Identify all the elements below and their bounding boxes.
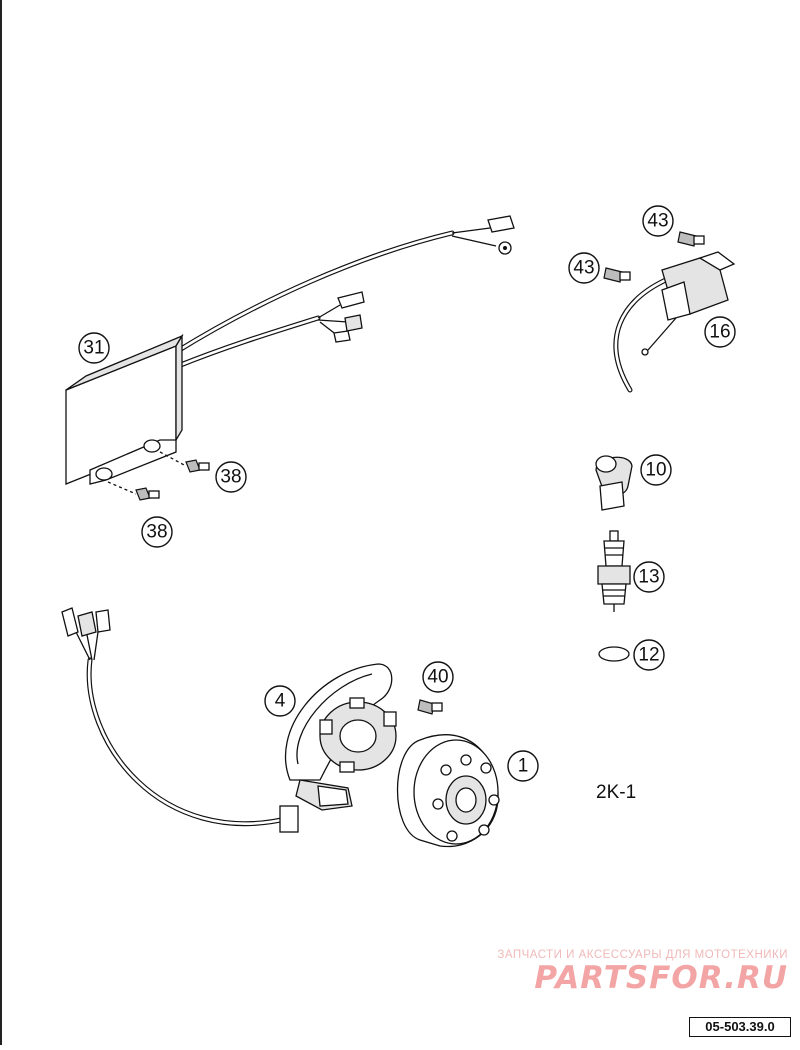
- ignition-coil-drawing: [603, 231, 736, 393]
- svg-text:4: 4: [275, 691, 286, 712]
- watermark-brand: PARTSFOR.RU: [534, 960, 788, 996]
- bolt-38-lower: [107, 481, 160, 501]
- spark-plug-cap-drawing: [595, 455, 633, 511]
- callout-43-left: 43: [568, 252, 600, 284]
- svg-text:38: 38: [220, 467, 241, 488]
- cdi-unit-drawing: [65, 215, 515, 501]
- callout-12: 12: [633, 639, 665, 671]
- spark-plug-drawing: [597, 530, 631, 612]
- svg-text:31: 31: [83, 338, 104, 359]
- callout-4: 4: [264, 685, 296, 717]
- callout-40: 40: [422, 661, 454, 693]
- sealing-ring-drawing: [598, 646, 630, 662]
- callout-16: 16: [704, 316, 736, 348]
- callout-10: 10: [640, 454, 672, 486]
- svg-text:10: 10: [645, 460, 666, 481]
- stator-drawing: [61, 607, 397, 833]
- page-left-rule: [0, 0, 2, 1045]
- callout-31: 31: [78, 332, 110, 364]
- watermark-tagline: ЗАПЧАСТИ И АКСЕССУАРЫ ДЛЯ МОТОТЕХНИКИ: [497, 949, 788, 961]
- assembly-group-label: 2K-1: [596, 782, 637, 803]
- svg-text:12: 12: [638, 645, 659, 666]
- callout-38-upper: 38: [215, 461, 247, 493]
- svg-text:43: 43: [647, 211, 668, 232]
- callout-43-top: 43: [642, 205, 674, 237]
- svg-text:38: 38: [146, 522, 167, 543]
- svg-text:1: 1: [518, 756, 529, 777]
- callout-13: 13: [633, 561, 665, 593]
- drawing-code-label: 05-503.39.0: [689, 1017, 791, 1037]
- svg-text:43: 43: [573, 258, 594, 279]
- flywheel-drawing: [396, 734, 500, 848]
- callout-38-lower: 38: [141, 516, 173, 548]
- svg-text:40: 40: [427, 667, 448, 688]
- bolt-38-upper: [159, 451, 210, 473]
- callout-1: 1: [507, 750, 539, 782]
- svg-text:16: 16: [709, 322, 730, 343]
- svg-text:13: 13: [638, 567, 659, 588]
- screw-40-drawing: [417, 699, 443, 715]
